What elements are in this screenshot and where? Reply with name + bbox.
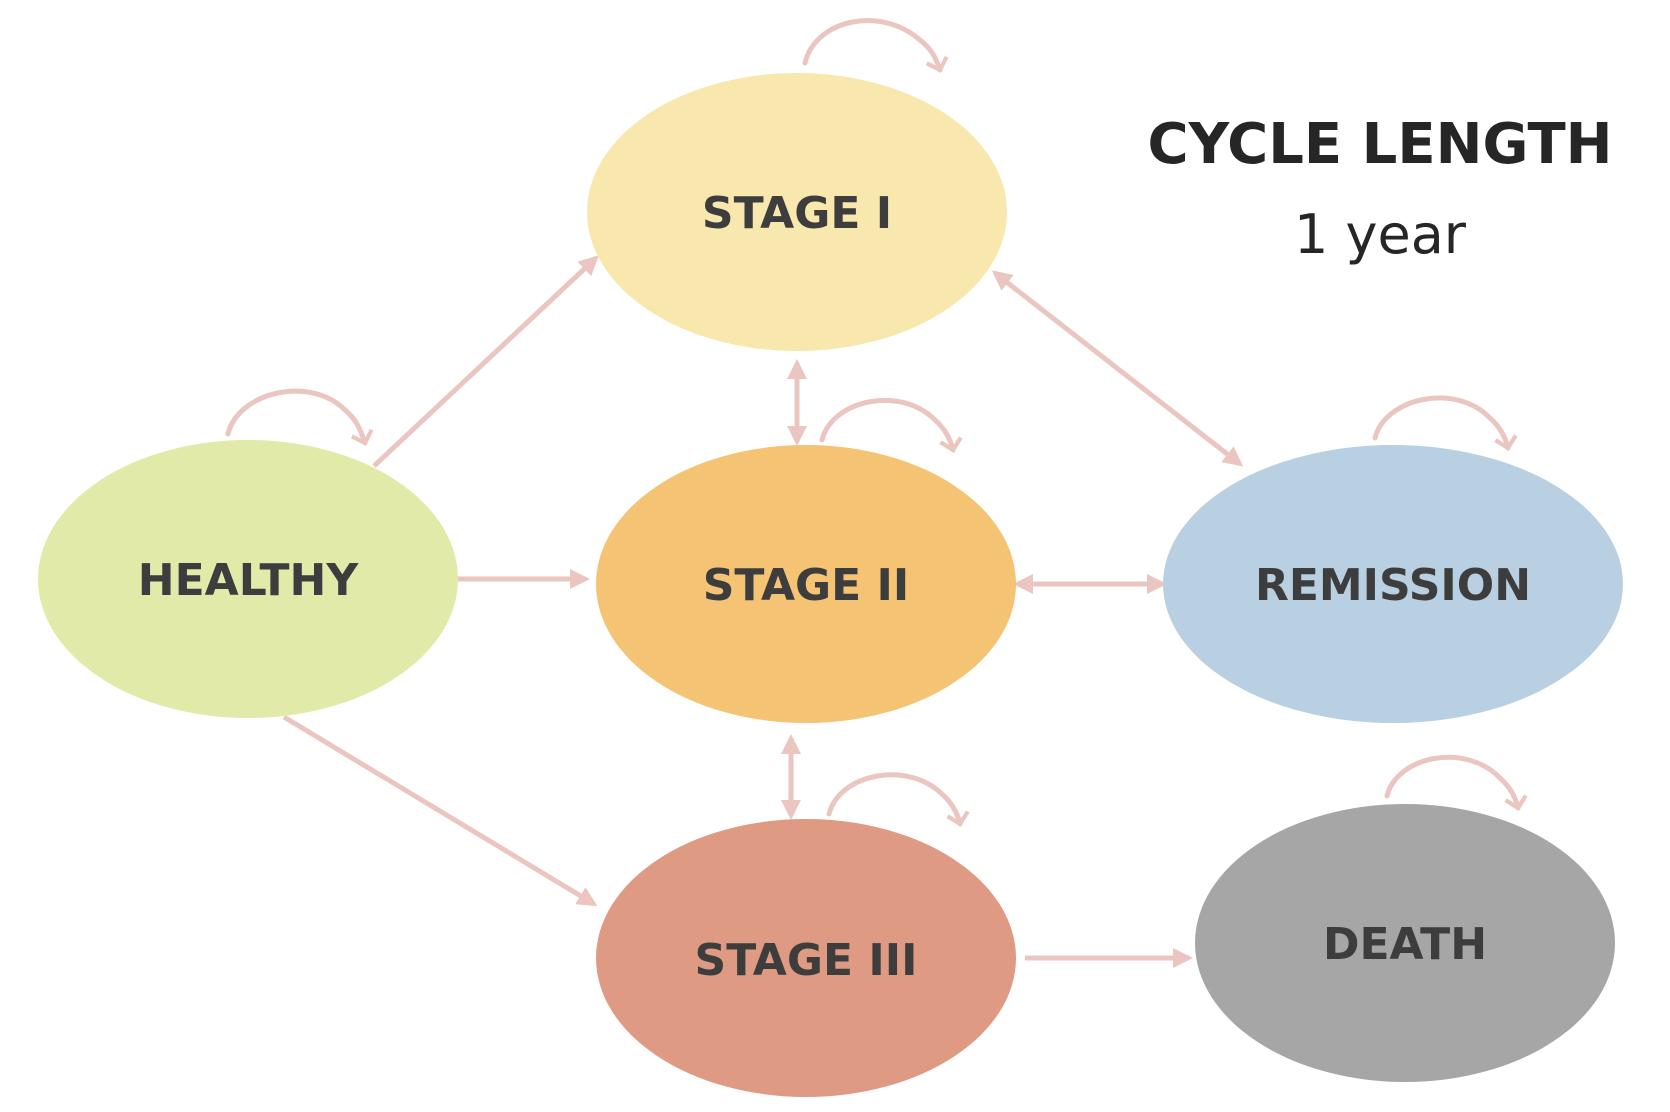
state-healthy: HEALTHY bbox=[38, 440, 458, 718]
healthy-node bbox=[38, 440, 458, 718]
stage2-label: STAGE II bbox=[703, 560, 910, 611]
stage3-label: STAGE III bbox=[695, 935, 918, 986]
cycle-length-value: 1 year bbox=[1294, 203, 1467, 266]
self-loop-death bbox=[1384, 754, 1528, 811]
state-death: DEATH bbox=[1195, 804, 1615, 1082]
state-stage3: STAGE III bbox=[596, 819, 1016, 1097]
healthy-label: HEALTHY bbox=[138, 555, 360, 606]
stage3-node bbox=[596, 819, 1016, 1097]
stage2-node bbox=[596, 445, 1016, 723]
cycle-length-title: CYCLE LENGTH bbox=[1147, 112, 1612, 177]
states: STAGE I HEALTHY STAGE II REMISSION STAGE… bbox=[38, 73, 1623, 1097]
arrow-healthy-to-stage1 bbox=[372, 255, 599, 468]
death-node bbox=[1195, 804, 1615, 1082]
state-stage1: STAGE I bbox=[587, 73, 1007, 351]
stage1-node bbox=[587, 73, 1007, 351]
self-loop-stage3 bbox=[826, 772, 970, 827]
remission-node bbox=[1163, 445, 1623, 723]
self-loop-stage1 bbox=[802, 18, 949, 73]
self-loop-stage2 bbox=[819, 397, 963, 453]
remission-label: REMISSION bbox=[1255, 560, 1531, 611]
arrow-stage1-remission bbox=[991, 270, 1244, 467]
self-loop-healthy bbox=[225, 388, 374, 446]
stage1-label: STAGE I bbox=[702, 188, 892, 239]
state-remission: REMISSION bbox=[1163, 445, 1623, 723]
self-loop-remission bbox=[1372, 395, 1518, 451]
cycle-length-annotation: CYCLE LENGTH 1 year bbox=[1147, 112, 1612, 266]
self-loops bbox=[225, 18, 1528, 827]
state-stage2: STAGE II bbox=[596, 445, 1016, 723]
death-label: DEATH bbox=[1323, 919, 1487, 970]
transitions bbox=[282, 255, 1244, 968]
arrow-healthy-to-stage3 bbox=[282, 714, 598, 907]
